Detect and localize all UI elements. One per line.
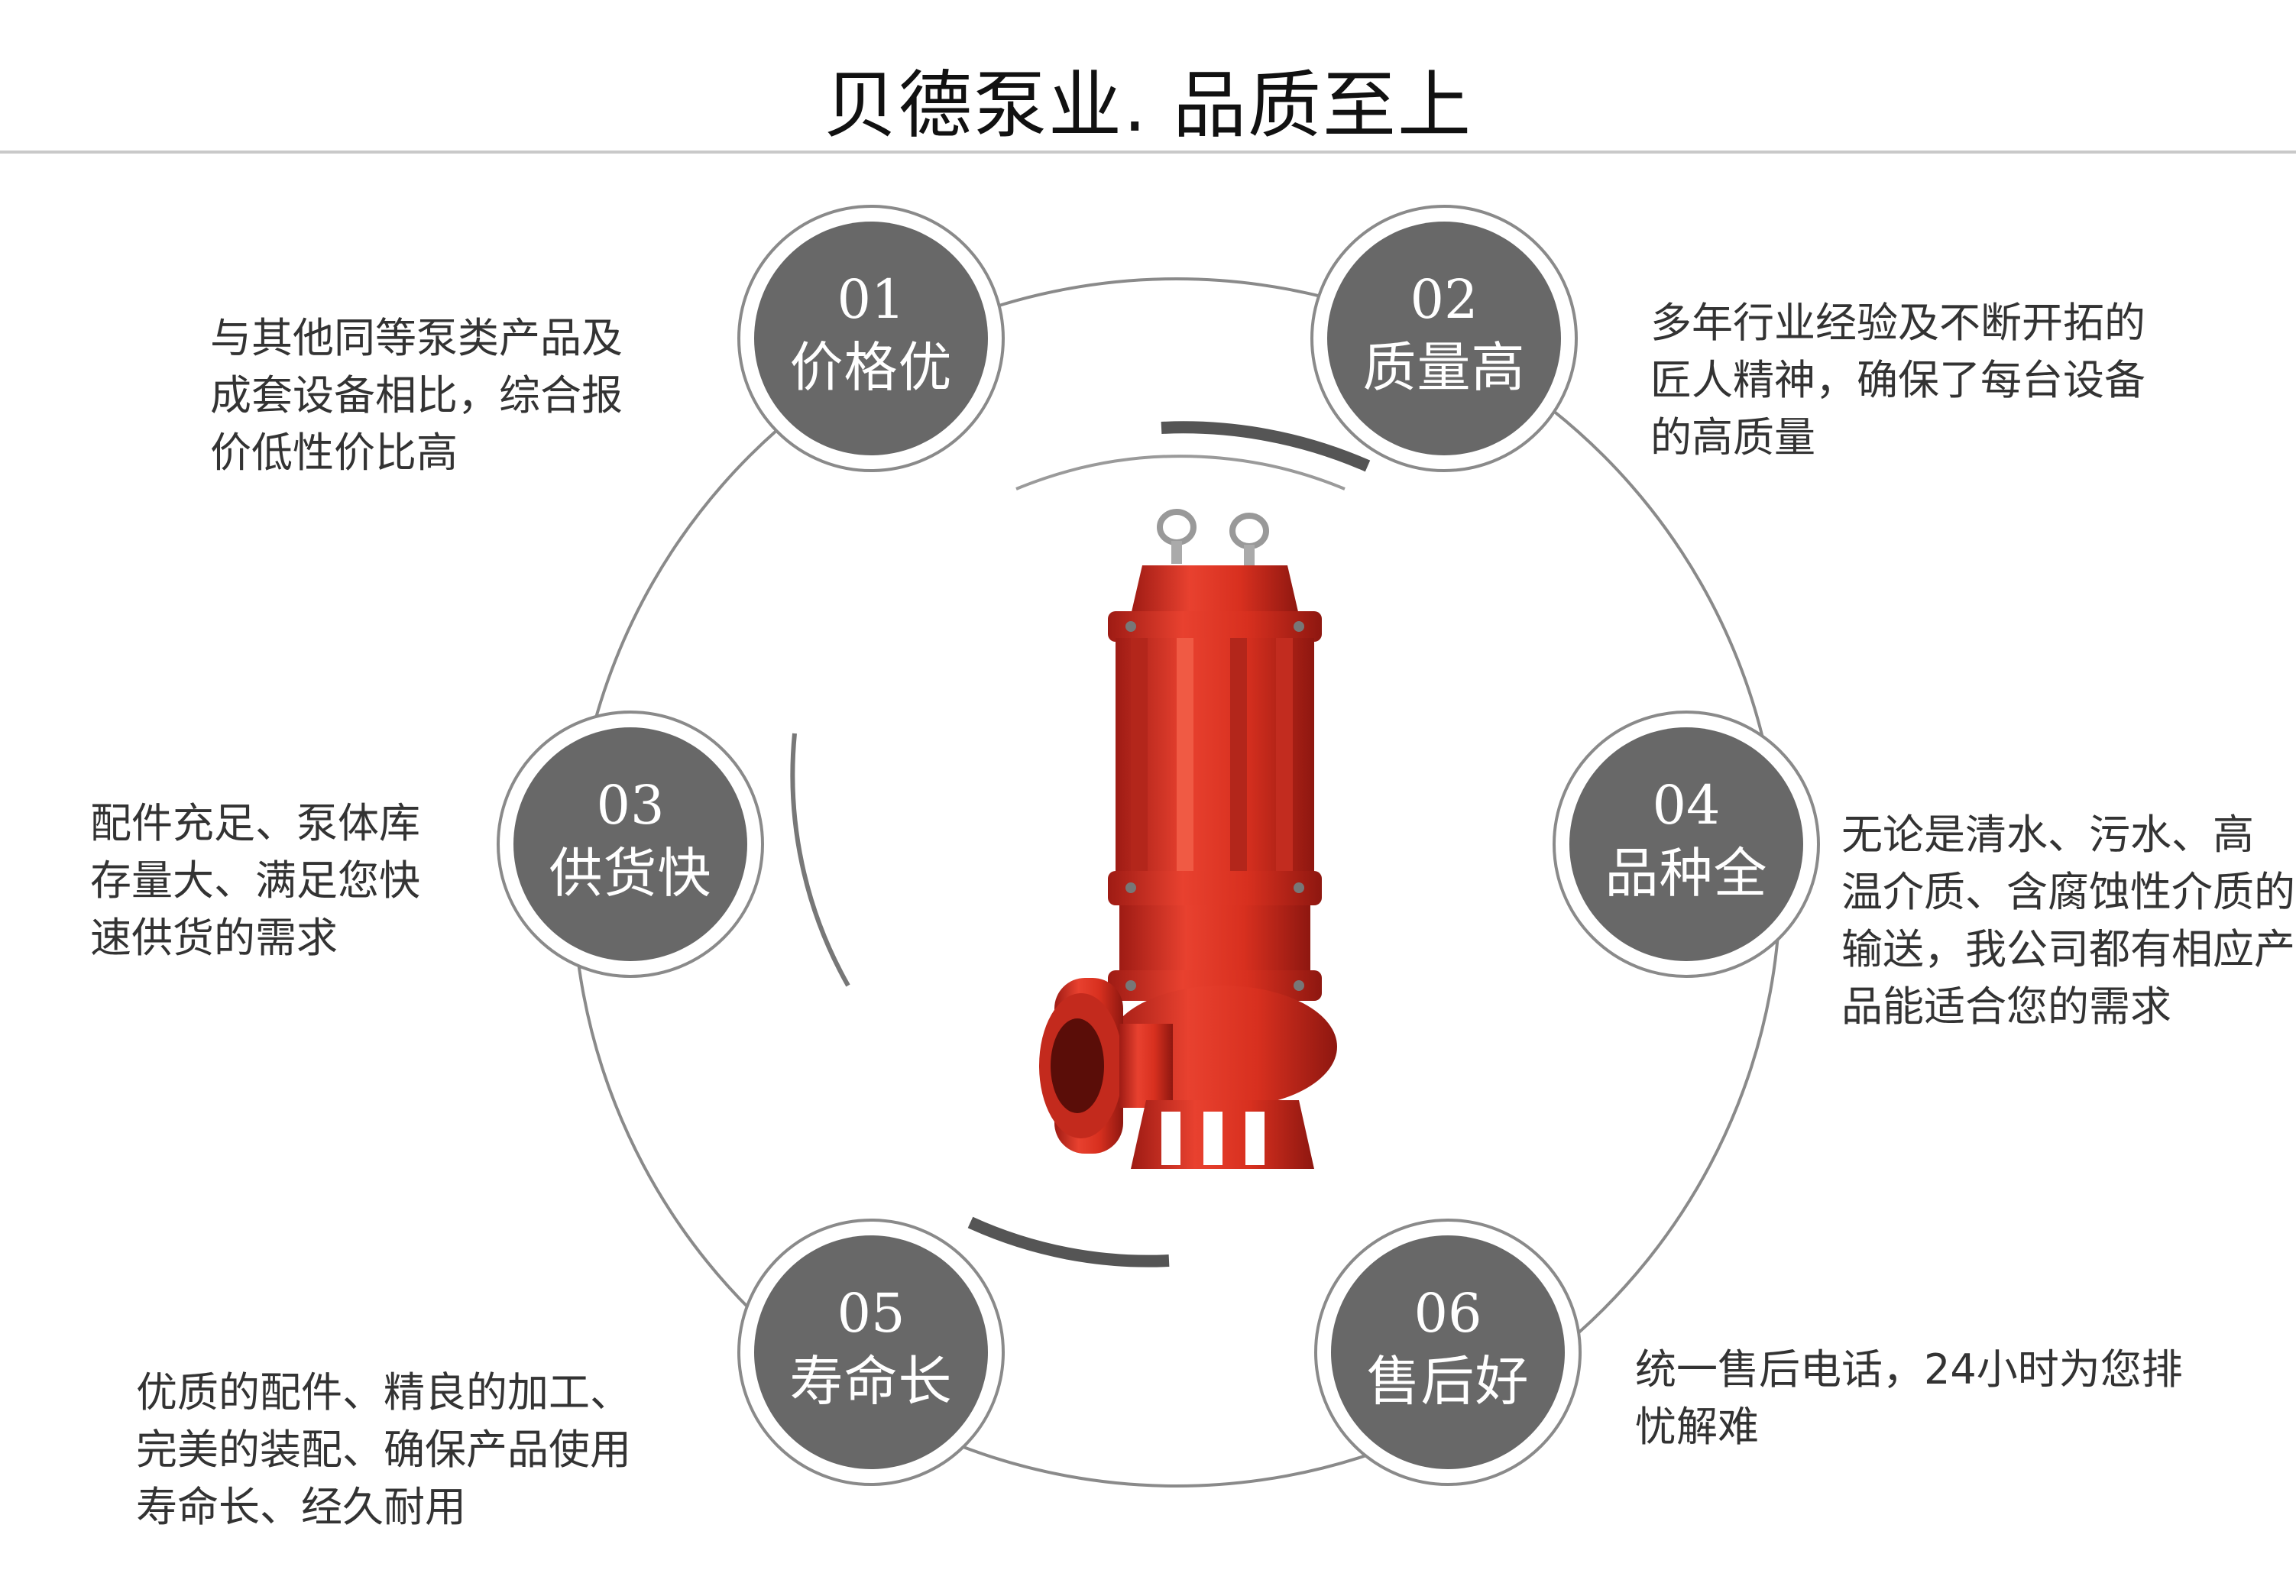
description-line: 速供货的需求: [90, 914, 338, 962]
feature-label: 寿命长: [789, 1350, 953, 1413]
feature-badge-02: 02 质量高: [1310, 205, 1578, 472]
description-line: 存量大、满足您快: [90, 856, 420, 905]
page-title: 贝德泵业. 品质至上: [823, 63, 1473, 148]
feature-description-06: 统一售后电话，24小时为您排 忧解难: [1635, 1341, 2183, 1455]
feature-badge-06: 06 售后好: [1314, 1219, 1582, 1486]
description-line: 匠人精神，确保了每台设备: [1650, 356, 2145, 404]
feature-badge-03: 03 供货快: [497, 711, 764, 978]
feature-number: 05: [837, 1282, 905, 1345]
description-line: 输送，我公司都有相应产: [1841, 925, 2295, 973]
description-line: 与其他同等泵类产品及: [210, 314, 623, 362]
feature-description-04: 无论是清水、污水、高 温介质、含腐蚀性介质的 输送，我公司都有相应产 品能适合您…: [1841, 806, 2295, 1035]
description-line: 配件充足、泵体库: [90, 799, 420, 847]
title-divider: [0, 151, 2296, 154]
feature-number: 02: [1410, 268, 1478, 331]
description-line: 的高质量: [1650, 413, 1815, 461]
description-line: 价低性价比高: [210, 429, 458, 477]
feature-description-05: 优质的配件、精良的加工、 完美的装配、确保产品使用 寿命长、经久耐用: [136, 1364, 631, 1536]
feature-badge-04: 04 品种全: [1553, 711, 1820, 978]
feature-label: 品种全: [1605, 842, 1768, 905]
description-line: 成套设备相比，综合报: [210, 371, 623, 419]
feature-label: 售后好: [1366, 1350, 1530, 1413]
feature-label: 质量高: [1362, 336, 1526, 399]
feature-number: 01: [837, 268, 905, 331]
description-line: 完美的装配、确保产品使用: [136, 1426, 631, 1474]
feature-number: 06: [1414, 1282, 1482, 1345]
feature-label: 价格优: [789, 336, 953, 399]
description-line: 优质的配件、精良的加工、: [136, 1368, 631, 1416]
feature-description-01: 与其他同等泵类产品及 成套设备相比，综合报 价低性价比高: [210, 309, 623, 481]
feature-description-02: 多年行业经验及不断开拓的 匠人精神，确保了每台设备 的高质量: [1650, 294, 2145, 466]
description-line: 多年行业经验及不断开拓的: [1650, 299, 2145, 347]
description-line: 忧解难: [1635, 1403, 1759, 1451]
feature-number: 04: [1652, 774, 1721, 837]
description-line: 温介质、含腐蚀性介质的: [1841, 868, 2295, 916]
description-line: 统一售后电话，24小时为您排: [1635, 1345, 2183, 1394]
description-line: 无论是清水、污水、高: [1841, 811, 2254, 859]
feature-label: 供货快: [549, 842, 712, 905]
pump-image: [1039, 509, 1337, 1169]
feature-description-03: 配件充足、泵体库 存量大、满足您快 速供货的需求: [90, 795, 420, 966]
description-line: 寿命长、经久耐用: [136, 1483, 466, 1531]
feature-number: 03: [596, 774, 665, 837]
feature-badge-01: 01 价格优: [737, 205, 1005, 472]
description-line: 品能适合您的需求: [1841, 983, 2171, 1031]
feature-badge-05: 05 寿命长: [737, 1219, 1005, 1486]
